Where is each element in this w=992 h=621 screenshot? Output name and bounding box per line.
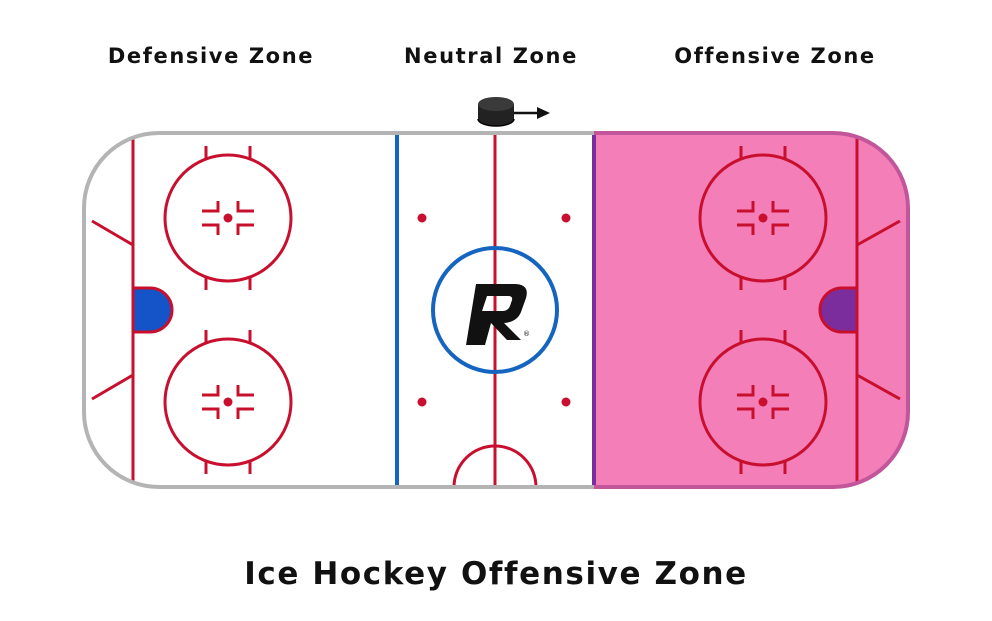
neutral-zone-faceoff-dots	[417, 213, 571, 407]
faceoff-circle-offensive-bottom	[698, 330, 828, 474]
r-logo-icon: ®	[466, 284, 530, 345]
faceoff-circle-defensive-top	[163, 146, 293, 290]
offensive-zone-boards	[594, 131, 910, 489]
faceoff-circle-defensive-bottom	[163, 330, 293, 474]
neutral-zone-label: Neutral Zone	[404, 44, 578, 68]
arrow-right-icon	[514, 107, 550, 119]
hockey-puck-icon	[477, 97, 515, 127]
offensive-goal-crease	[818, 286, 859, 334]
center-ice-circle	[431, 246, 559, 374]
registered-mark: ®	[523, 330, 530, 338]
defensive-end-hash-marks	[91, 219, 134, 401]
defensive-zone-label: Defensive Zone	[107, 44, 315, 68]
rink-boards	[82, 131, 594, 489]
defensive-goal-crease	[131, 286, 174, 334]
offensive-zone-highlight	[594, 133, 908, 487]
diagram-title: Ice Hockey Offensive Zone	[244, 556, 748, 592]
zone-faceoff-dots	[223, 213, 768, 407]
offensive-zone-label: Offensive Zone	[674, 44, 876, 68]
referee-crease	[452, 444, 538, 487]
offensive-end-hash-marks	[856, 219, 901, 401]
faceoff-circle-offensive-top	[698, 146, 828, 290]
